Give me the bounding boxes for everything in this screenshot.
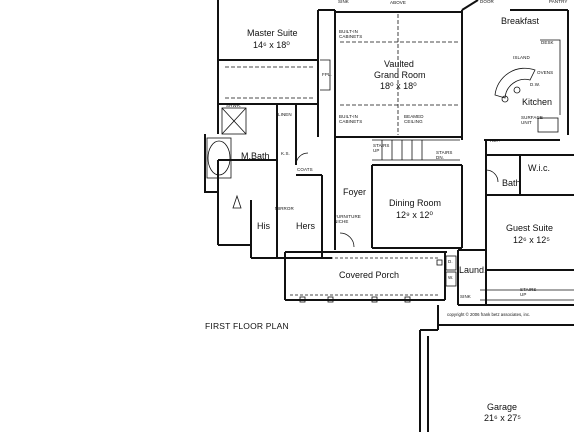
his-closet-label: His: [257, 221, 270, 231]
grand-room-label-line1: Vaulted: [384, 59, 414, 69]
plan-title: FIRST FLOOR PLAN: [205, 321, 289, 331]
garage-dimensions: 21⁶ x 27⁵: [484, 413, 521, 423]
ovens-note: OVENS: [537, 70, 554, 75]
above-note: ABOVE: [390, 0, 407, 5]
guest-suite-dimensions: 12⁶ x 12⁵: [513, 235, 550, 245]
dining-room-dimensions: 12⁹ x 12⁰: [396, 210, 433, 220]
pantry-note: PANTRY: [549, 0, 568, 4]
fireplace-note: FPL.: [322, 72, 332, 77]
washer-note: W.: [448, 275, 454, 280]
master-suite-dimensions: 14⁶ x 18⁰: [253, 40, 290, 50]
master-suite-label: Master Suite: [247, 28, 298, 38]
coats-note: COATS: [297, 167, 313, 172]
dw-note: D.W.: [530, 82, 541, 87]
built-in-cabinets-note-2: BUILT-IN CABINETS: [339, 114, 363, 125]
dining-room-label: Dining Room: [389, 198, 442, 208]
furniture-niche-note: FURNITURE NICHE: [334, 214, 361, 225]
grand-room-label-line2: Grand Room: [374, 70, 426, 80]
ref-note: REF.: [490, 138, 501, 143]
surface-unit-note: SURFACE UNIT: [521, 115, 543, 126]
door-note: DOOR: [480, 0, 494, 4]
desk-note: DESK: [541, 40, 554, 45]
sink-note-top: SINK: [338, 0, 349, 4]
built-in-cabinets-note-1: BUILT-IN CABINETS: [339, 29, 363, 40]
kitchen-label: Kitchen: [522, 97, 553, 107]
garage-label: Garage: [487, 402, 518, 412]
mirror-note: MIRROR: [275, 206, 294, 211]
sink-note-bottom: SINK: [460, 294, 471, 299]
copyright-note: copyright © 2006 frank betz associates, …: [447, 312, 531, 317]
breakfast-label: Breakfast: [501, 16, 540, 26]
grand-room-dimensions: 18⁰ x 18⁰: [380, 81, 417, 91]
island-note: ISLAND: [513, 55, 530, 60]
foyer-label: Foyer: [343, 187, 367, 197]
linen-note: LINEN: [278, 112, 292, 117]
shower-note: SHWR.: [226, 103, 242, 108]
beamed-ceiling-note: BEAMED CEILING: [404, 114, 424, 125]
stairs-down-note: STAIRS DN.: [436, 150, 453, 161]
wic-label: W.i.c.: [528, 163, 550, 173]
mbath-label: M.Bath: [241, 151, 270, 161]
laundry-label: Laund.: [459, 265, 487, 275]
ks-note: K.S.: [281, 151, 290, 156]
bath-label: Bath: [502, 178, 521, 188]
hers-closet-label: Hers: [296, 221, 316, 231]
covered-porch-label: Covered Porch: [339, 270, 400, 280]
dryer-note: D.: [448, 259, 453, 264]
stairs-up-note-1: STAIRS UP: [373, 143, 390, 154]
guest-suite-label: Guest Suite: [506, 223, 554, 233]
stairs-up-note-2: STAIRS UP: [520, 287, 537, 298]
